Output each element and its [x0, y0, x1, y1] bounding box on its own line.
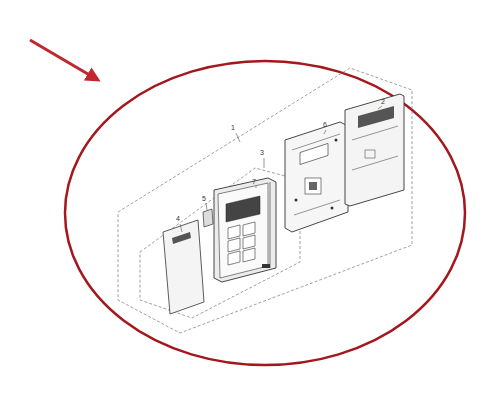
assembly-outline [118, 68, 412, 333]
callout-number: 3 [260, 149, 264, 157]
callout-number: 7 [252, 178, 256, 186]
key-button [228, 225, 240, 239]
membrane-sheet [163, 220, 204, 314]
callout-number: 2 [381, 98, 385, 106]
key-button [228, 251, 240, 265]
key-button [243, 222, 255, 236]
small-strip [203, 209, 213, 227]
key-button [243, 235, 255, 249]
pointer-arrow [30, 40, 98, 80]
control-board [285, 122, 348, 232]
highlight-ellipse [65, 61, 465, 365]
callout-number: 6 [323, 121, 327, 129]
callout-number: 1 [231, 124, 235, 132]
key-button [228, 238, 240, 252]
key-button [243, 248, 255, 262]
callout-number: 4 [176, 215, 180, 223]
pcb [345, 94, 404, 206]
leader-lines [180, 106, 382, 232]
callout-number: 5 [202, 195, 206, 203]
front-panel [214, 178, 276, 282]
subassembly-outline [140, 168, 300, 318]
